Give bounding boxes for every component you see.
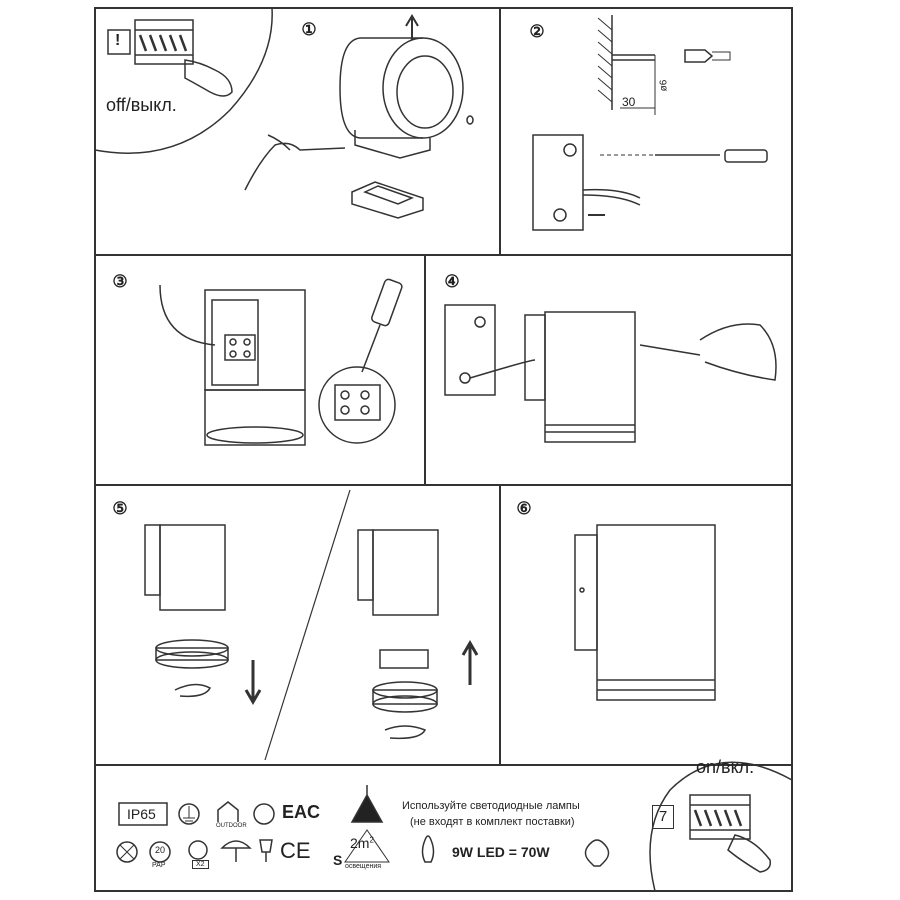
wall-light-5b <box>357 529 439 616</box>
terminal-block-off <box>134 19 194 65</box>
area-s: S <box>333 852 343 868</box>
terminal-block-3 <box>224 334 256 361</box>
screw-dot <box>466 115 474 125</box>
recycle-code: PAP <box>152 862 166 869</box>
divider <box>264 489 351 761</box>
area-caption: освещения <box>345 863 382 870</box>
bulb-icon <box>584 839 610 867</box>
ground-icon <box>183 806 195 822</box>
outdoor-text: OUTDOOR <box>216 823 247 829</box>
step-4-label: ④ <box>444 272 460 291</box>
warning-label: ! <box>115 32 121 49</box>
ce-mark: CE <box>280 838 311 863</box>
screwdriver-2 <box>600 149 768 163</box>
wall-light-1 <box>339 37 464 159</box>
outdoor-icon <box>217 801 239 822</box>
ground-icon <box>178 803 200 825</box>
hand-icon <box>184 59 233 97</box>
lens-ring-5a <box>155 639 229 669</box>
fragile-icon <box>259 839 273 862</box>
mounting-plate-1 <box>351 181 424 219</box>
step-6-label: ⑥ <box>516 499 532 518</box>
wall-section <box>597 15 656 115</box>
ip-rating-text: IP65 <box>127 806 156 822</box>
certification-icon <box>253 803 275 825</box>
bulb-holder <box>379 649 429 669</box>
rotate-arrow <box>174 683 211 698</box>
rotate-arrow <box>384 725 427 740</box>
hand-icon <box>727 834 772 873</box>
drill-depth-label: 30 <box>622 95 636 109</box>
warning-box <box>107 29 131 55</box>
drill-diameter-label: ø6 <box>658 79 670 92</box>
no-bin-icon <box>119 844 135 860</box>
on-label: on/вкл. <box>696 757 755 777</box>
cable-3 <box>159 284 216 346</box>
hand-screwdriver-4 <box>639 323 777 381</box>
wall-plug <box>684 49 731 63</box>
lens-ring-5b <box>372 681 438 713</box>
wall-light-4 <box>524 311 636 443</box>
wall-light-3 <box>204 289 306 446</box>
mounting-plate-2 <box>532 134 641 231</box>
on-circle <box>649 761 793 892</box>
led-equivalence: 9W LED = 70W <box>452 844 550 860</box>
area-value: 2m2 <box>350 835 374 851</box>
ip-rating-icon <box>118 802 168 826</box>
step-3-label: ③ <box>112 272 128 291</box>
step-5-label: ⑤ <box>112 499 128 518</box>
arrow-up <box>405 14 419 40</box>
umbrella-icon <box>220 840 252 862</box>
hand-screwdriver <box>244 134 346 191</box>
candle-bulb-icon <box>421 835 435 863</box>
mounting-plate-4 <box>444 304 536 396</box>
arrow-up-5 <box>461 640 479 685</box>
ceiling-lamp-icon <box>350 785 384 823</box>
terminal-detail <box>334 384 381 421</box>
screwdriver-3 <box>361 278 403 373</box>
area-triangle <box>344 829 390 863</box>
wall-light-5a <box>144 524 226 611</box>
terminal-block-on <box>689 794 751 840</box>
arrow-down <box>244 660 262 705</box>
note-line-1: Используйте светодиодные лампы <box>402 800 580 812</box>
class-mark: X2 <box>192 860 209 869</box>
detail-circle <box>318 366 396 444</box>
step-7-box: 7 <box>652 805 674 829</box>
note-line-2: (не входят в комплект поставки) <box>410 816 575 828</box>
off-circle <box>94 7 273 154</box>
no-bin-icon <box>116 841 138 863</box>
step-1-label: ① <box>301 20 317 39</box>
step-2-label: ② <box>529 22 545 41</box>
eac-mark: EAC <box>282 802 321 822</box>
recycle-icon <box>149 841 171 863</box>
wall-light-6 <box>574 524 716 701</box>
outer-border <box>94 7 793 892</box>
recycle-number: 20 <box>155 845 166 855</box>
off-label: off/выкл. <box>106 95 177 115</box>
class-icon <box>188 840 208 860</box>
